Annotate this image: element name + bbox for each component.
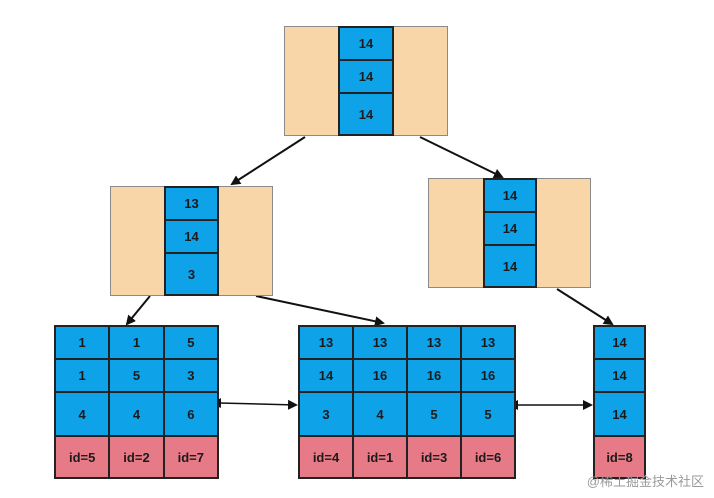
arrow-root-to-left-inner	[230, 136, 306, 186]
leaf-a-key: 1	[109, 326, 164, 359]
arrow-left-inner-to-leaf-a	[125, 295, 151, 326]
leaf-b-id: id=3	[407, 436, 461, 478]
leaf-b-key: 16	[407, 359, 461, 392]
watermark: @稀土掘金技术社区	[586, 474, 704, 489]
leaf-a-id: id=2	[109, 436, 164, 478]
leaf-node-b: 13 13 13 13 14 16 16 16 3 4 5 5 id=4 id=…	[298, 325, 516, 479]
leaf-b-key: 13	[353, 326, 407, 359]
leaf-b-key: 5	[461, 392, 515, 436]
leaf-a-key: 4	[55, 392, 110, 436]
right-inner-key: 14	[484, 179, 536, 212]
link-leaf-a-leaf-b	[211, 398, 298, 410]
leaf-a-key: 1	[55, 326, 110, 359]
leaf-b-key: 14	[299, 359, 353, 392]
root-key: 14	[339, 60, 393, 93]
root-key: 14	[339, 93, 393, 135]
arrow-right-inner-to-leaf-c	[556, 288, 614, 326]
leaf-a-id: id=7	[163, 436, 218, 478]
leaf-a-key: 5	[163, 326, 218, 359]
left-inner-key: 3	[165, 253, 218, 295]
leaf-a-key: 1	[55, 359, 110, 392]
leaf-b-key: 3	[299, 392, 353, 436]
leaf-a-key: 5	[109, 359, 164, 392]
leaf-b-id: id=4	[299, 436, 353, 478]
leaf-c-key: 14	[594, 359, 645, 392]
right-inner-key: 14	[484, 212, 536, 245]
leaf-b-id: id=1	[353, 436, 407, 478]
left-inner-key: 13	[165, 187, 218, 220]
leaf-a-key: 3	[163, 359, 218, 392]
right-inner-key: 14	[484, 245, 536, 287]
leaf-b-key: 5	[407, 392, 461, 436]
right-inner-key-column: 14 14 14	[483, 178, 537, 288]
leaf-a-key: 4	[109, 392, 164, 436]
arrow-left-inner-to-leaf-b	[255, 295, 385, 327]
leaf-c-id: id=8	[594, 436, 645, 478]
leaf-b-key: 16	[353, 359, 407, 392]
leaf-node-c: 14 14 14 id=8	[593, 325, 646, 479]
leaf-b-key: 16	[461, 359, 515, 392]
leaf-node-a: 1 1 5 1 5 3 4 4 6 id=5 id=2 id=7	[54, 325, 219, 479]
leaf-c-key: 14	[594, 392, 645, 436]
leaf-b-key: 13	[461, 326, 515, 359]
leaf-b-key: 4	[353, 392, 407, 436]
leaf-c-key: 14	[594, 326, 645, 359]
left-inner-key: 14	[165, 220, 218, 253]
leaf-a-id: id=5	[55, 436, 110, 478]
leaf-a-key: 6	[163, 392, 218, 436]
leaf-b-key: 13	[407, 326, 461, 359]
leaf-b-key: 13	[299, 326, 353, 359]
root-key-column: 14 14 14	[338, 26, 394, 136]
left-inner-key-column: 13 14 3	[164, 186, 219, 296]
arrow-root-to-right-inner	[419, 136, 504, 178]
leaf-b-id: id=6	[461, 436, 515, 478]
root-key: 14	[339, 27, 393, 60]
